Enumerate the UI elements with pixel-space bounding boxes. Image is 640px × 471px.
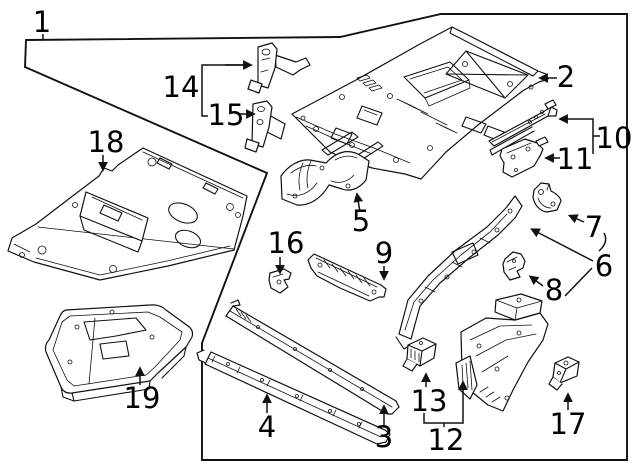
callout-label-9: 9 xyxy=(375,236,393,270)
part-6-side-rail xyxy=(395,195,523,350)
bracket-6-lower xyxy=(564,267,593,297)
callout-label-11: 11 xyxy=(557,142,594,176)
leader-6 xyxy=(530,228,594,262)
callout-label-19: 19 xyxy=(124,381,161,415)
part-12-shelf xyxy=(494,293,543,321)
part-8-clip-bracket xyxy=(502,251,526,281)
callout-label-1: 1 xyxy=(33,5,51,39)
callout-label-5: 5 xyxy=(352,204,370,238)
assembly-boundary xyxy=(24,13,628,461)
leader-7 xyxy=(567,214,585,224)
part-19-compartment-tray xyxy=(44,304,194,402)
callout-label-4: 4 xyxy=(258,410,276,444)
part-13-bracket xyxy=(402,337,437,372)
part-10-rail-extension xyxy=(488,99,558,156)
callout-label-3: 3 xyxy=(375,420,393,454)
callout-leader-lines xyxy=(42,34,607,427)
part-3-sill-inner xyxy=(225,299,400,415)
part-7-bracket xyxy=(532,182,562,213)
callout-label-14: 14 xyxy=(163,70,200,104)
callout-label-8: 8 xyxy=(545,273,563,307)
part-16-clip xyxy=(268,268,292,294)
bracket-6-upper xyxy=(598,232,607,252)
leader-5 xyxy=(353,192,364,213)
part-9-support-channel xyxy=(307,253,387,302)
callout-labels: 1 2 3 4 5 6 7 8 9 10 11 12 13 14 15 16 1… xyxy=(33,5,633,457)
part-17-mount-bracket xyxy=(548,356,580,391)
part-12-wheelhouse-rail xyxy=(455,293,549,412)
bracket-14-15 xyxy=(201,64,246,117)
leader-8 xyxy=(528,275,544,287)
part-11-mount-bracket xyxy=(499,136,549,178)
part-14-bracket xyxy=(247,42,311,94)
part-4-sill-outer xyxy=(196,349,391,445)
callout-label-2: 2 xyxy=(557,60,575,94)
callout-label-16: 16 xyxy=(268,226,305,260)
callout-label-10: 10 xyxy=(596,121,633,155)
part-18-underbody-panel xyxy=(7,147,248,281)
part-15-bracket xyxy=(244,100,286,153)
callout-label-15: 15 xyxy=(208,98,245,132)
callout-label-17: 17 xyxy=(550,407,587,441)
callout-label-12: 12 xyxy=(428,423,465,457)
callout-label-18: 18 xyxy=(88,125,125,159)
callout-label-7: 7 xyxy=(585,210,603,244)
part-5-crossmember xyxy=(280,151,370,206)
callout-label-6: 6 xyxy=(595,249,613,283)
bracket-10-11 xyxy=(558,114,594,154)
callout-label-13: 13 xyxy=(411,384,448,418)
